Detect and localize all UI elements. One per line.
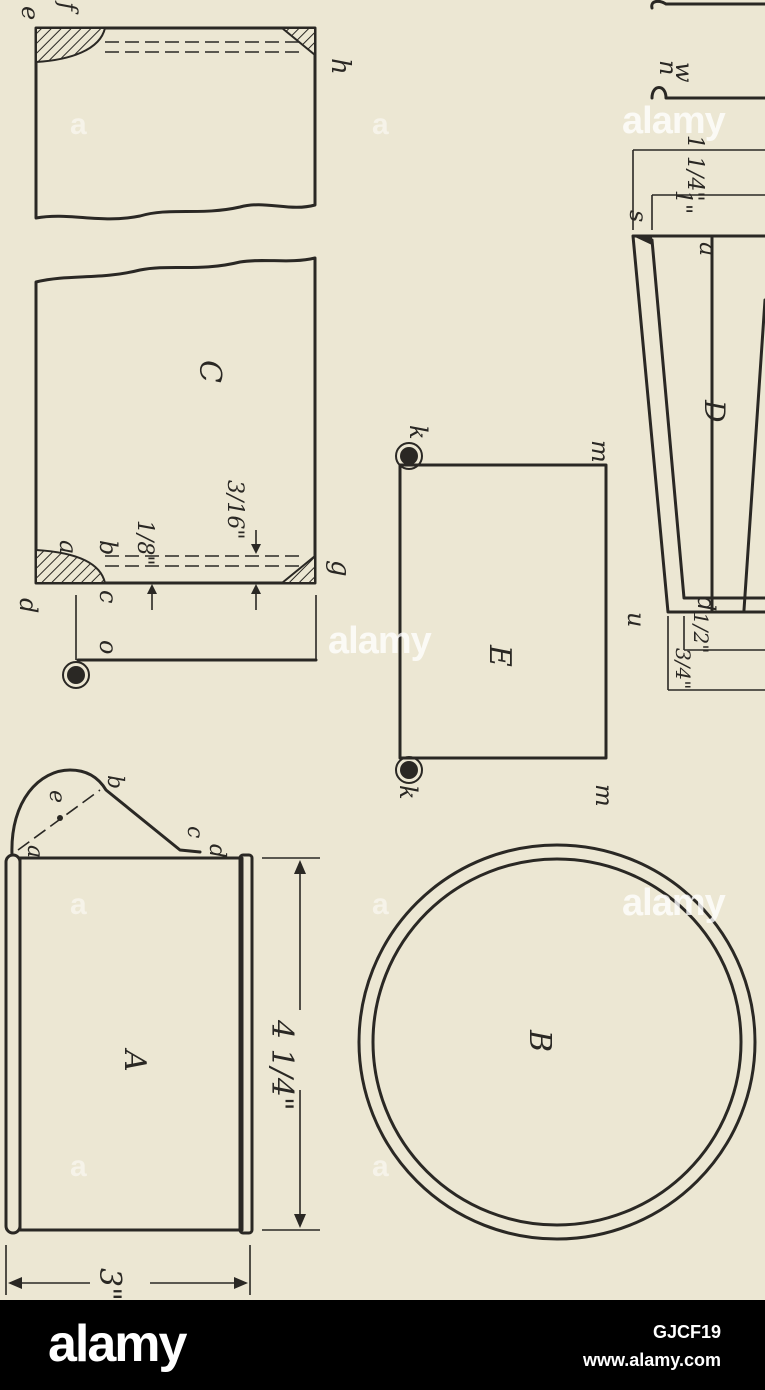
dim-handle-bot-3-4: 3/4" [671, 648, 695, 689]
label-point-m-bottom: m [590, 784, 618, 807]
label-part-a: A [117, 1047, 152, 1072]
label-part-e: E [482, 644, 517, 667]
label-point-b: b [94, 540, 122, 555]
part-a-bottom-seam [238, 853, 254, 1235]
label-point-f: f [54, 0, 82, 15]
part-a-lip [10, 768, 202, 857]
image-id: GJCF19 [652, 1322, 721, 1342]
label-point-w: w [670, 62, 698, 83]
part-a-cup: A a b c d e 4 1/4" 3" [4, 768, 320, 1300]
part-d-handle: D s u a d n w 1 1/4" 1" 1/2" 3/4" [622, 0, 765, 691]
part-a-rim-bead [4, 853, 22, 1235]
label-point-m-top: m [586, 440, 614, 463]
label-point-a: a [694, 242, 722, 256]
label-point-b: b [102, 775, 127, 789]
label-point-h: h [325, 58, 355, 75]
technical-drawing: A a b c d e 4 1/4" 3" B [4, 0, 765, 1300]
label-point-g: g [325, 560, 355, 577]
dim-seam-3-16: 3/16" [222, 480, 247, 540]
label-part-c: C [192, 360, 227, 383]
label-point-s: s [624, 210, 652, 222]
label-point-d: d [14, 598, 42, 613]
label-point-d: d [204, 844, 229, 858]
dim-seam-1-8: 1/8" [132, 520, 157, 566]
label-part-d: D [698, 399, 731, 422]
part-b-bottom-disc: B [357, 843, 757, 1241]
label-part-b: B [522, 1029, 557, 1052]
label-point-d: d [692, 596, 720, 611]
footer-bar: alamy GJCF19 www.alamy.com [0, 1300, 765, 1390]
part-e-handle-blank: E k k m m [394, 425, 618, 807]
label-point-o: o [94, 640, 122, 654]
label-point-k-top: k [404, 425, 432, 440]
label-point-a: a [54, 540, 82, 554]
dim-diameter-a: 3" [92, 1268, 127, 1300]
dim-handle-top-1: 1" [670, 190, 695, 214]
brand-logo: alamy [48, 1315, 187, 1373]
part-a-body [18, 856, 244, 1232]
site-url: www.alamy.com [582, 1350, 721, 1370]
dim-handle-bot-1-2: 1/2" [689, 612, 713, 653]
part-a-center-point [57, 815, 63, 821]
label-point-n: n [654, 60, 682, 75]
label-point-c: c [94, 590, 122, 603]
label-point-e: e [16, 6, 44, 20]
label-point-e: e [44, 790, 69, 803]
dim-height-a: 4 1/4" [264, 1019, 299, 1111]
label-point-u: u [622, 612, 650, 627]
dim-handle-top-1-1-4: 1 1/4" [682, 135, 707, 202]
label-point-a: a [22, 845, 47, 858]
label-point-c: c [182, 826, 207, 838]
label-point-k-bottom: k [394, 785, 422, 800]
part-c-side-blank: C e f h d a b c g 1/8" 3/16" o [14, 0, 355, 689]
